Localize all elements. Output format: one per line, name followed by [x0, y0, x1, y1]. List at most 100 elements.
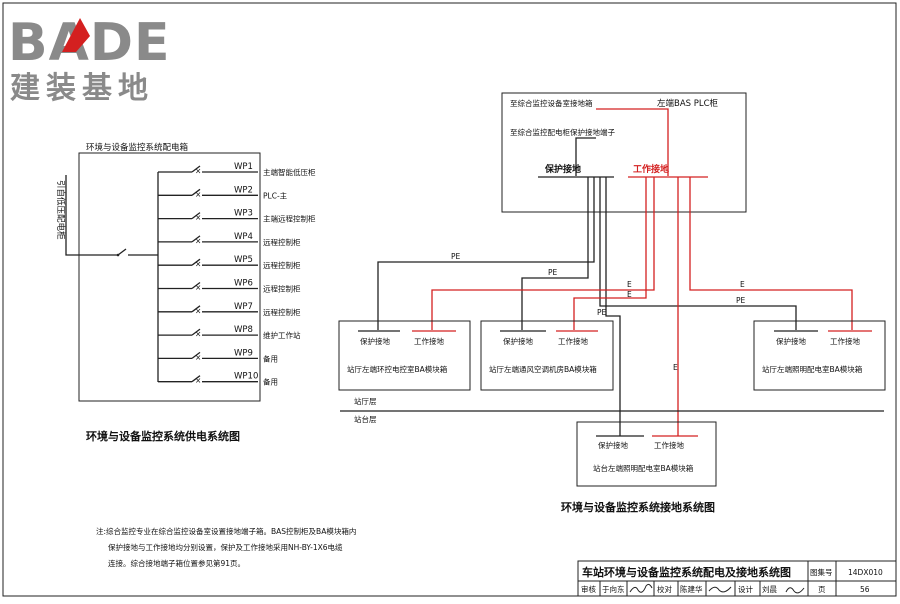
logo-accent-icon	[62, 18, 90, 52]
circuit-id: WP5	[234, 255, 253, 265]
module-1-work: 工作接地	[414, 336, 444, 346]
breaker-mark-icon: ×	[195, 330, 201, 339]
circuit-load: PLC-主	[263, 190, 288, 200]
note-line-2: 保护接地与工作接地均分别设置，保护及工作接地采用NH-BY-1X6电缆	[108, 542, 343, 552]
check-label: 校对	[657, 584, 672, 594]
atlas-label: 图集号	[810, 567, 833, 577]
power-caption: 环境与设备监控系统供电系统图	[86, 429, 240, 443]
label-pe-3: PE	[736, 296, 746, 305]
module-3-name: 站厅左端照明配电室BA模块箱	[762, 364, 863, 374]
logo: BADE 建装基地	[8, 13, 171, 106]
breaker-icon	[191, 188, 201, 196]
module-box-3: 保护接地 工作接地 站厅左端照明配电室BA模块箱	[753, 320, 886, 391]
incoming-feeder	[65, 175, 118, 256]
main-switch-contact	[116, 253, 120, 257]
breaker-mark-icon: ×	[195, 306, 201, 315]
module-3-protect: 保护接地	[776, 336, 806, 346]
wire-pe-2	[521, 177, 589, 330]
label-e-2: E	[627, 290, 632, 299]
wire-e-3	[689, 177, 853, 330]
label-e-3: E	[740, 280, 745, 289]
wire-protect-to-terminal	[575, 137, 596, 176]
title-block: 车站环境与设备监控系统配电及接地系统图 图集号 14DX010 页 56 审核 …	[577, 560, 897, 597]
circuit-load: 远程控制柜	[263, 260, 301, 270]
circuit-load: 主端智能低压柜	[263, 167, 316, 177]
checker-signature	[708, 586, 732, 593]
circuit-load: 远程控制柜	[263, 237, 301, 247]
designer: 刘晨	[762, 584, 777, 594]
page-label: 页	[818, 585, 826, 594]
module-1-protect: 保护接地	[360, 336, 390, 346]
circuit-id: WP9	[234, 348, 253, 358]
breaker-mark-icon: ×	[195, 376, 201, 385]
logo-brand: BADE	[8, 13, 171, 73]
label-pe-2: PE	[548, 268, 558, 277]
module-box-4: 保护接地 工作接地 站台左端照明配电室BA模块箱	[576, 421, 717, 487]
module-4-work: 工作接地	[654, 440, 684, 450]
designer-signature	[785, 587, 805, 594]
checker: 陈建华	[680, 584, 703, 594]
module-4-protect: 保护接地	[598, 440, 628, 450]
main-switch	[117, 248, 127, 256]
plc-protect-ground: 保护接地	[544, 163, 581, 175]
module-4-name: 站台左端照明配电室BA模块箱	[593, 463, 694, 473]
distribution-panel	[78, 152, 261, 402]
wire-e-2	[573, 177, 647, 330]
reviewer: 于向东	[602, 584, 625, 594]
wire-pe-1	[377, 177, 595, 330]
power-diagram: 环境与设备监控系统配电箱 引自低压配电柜 ×WP1主端智能低压柜×WP2PLC-…	[55, 142, 316, 443]
label-e-4: E	[673, 363, 678, 372]
plc-box-title: 左端BAS PLC柜	[657, 98, 719, 109]
module-3-work: 工作接地	[830, 336, 860, 346]
circuit-load: 主端远程控制柜	[263, 214, 316, 224]
circuit-id: WP8	[234, 325, 253, 335]
module-2-work: 工作接地	[558, 336, 588, 346]
breaker-mark-icon: ×	[195, 167, 201, 176]
incoming-label: 引自低压配电柜	[55, 180, 66, 240]
reviewer-signature	[629, 583, 653, 593]
module-box-1: 保护接地 工作接地 站厅左端环控电控室BA模块箱	[338, 320, 471, 391]
breaker-icon	[191, 328, 201, 336]
breaker-icon	[191, 235, 201, 243]
breaker-mark-icon: ×	[195, 283, 201, 292]
circuit-load: 维护工作站	[263, 330, 301, 340]
breaker-icon	[191, 281, 201, 290]
circuit-id: WP10	[234, 372, 258, 382]
module-2-name: 站厅左端通风空调机房BA模块箱	[489, 364, 597, 374]
circuit-load: 远程控制柜	[263, 284, 301, 294]
note-line-3: 连接。综合接地端子箱位置参见第91页。	[108, 558, 245, 568]
breaker-icon	[191, 375, 201, 383]
plc-work-ground: 工作接地	[633, 163, 669, 175]
drawing-title: 车站环境与设备监控系统配电及接地系统图	[582, 565, 791, 579]
breaker-icon	[191, 258, 201, 266]
circuit-wp8: × WP8 维护工作站	[158, 325, 301, 340]
breaker-mark-icon: ×	[195, 213, 201, 222]
ground-diagram: 左端BAS PLC柜 至综合监控设备室接地箱 至综合监控配电柜保护接地端子 保护…	[338, 92, 886, 514]
module-1-name: 站厅左端环控电控室BA模块箱	[347, 364, 448, 374]
circuit-wp10: × WP10 备用	[158, 372, 278, 387]
circuit-branches: ×WP1主端智能低压柜×WP2PLC-主×WP3主端远程控制柜×WP4远程控制柜…	[158, 162, 316, 387]
circuit-load: 备用	[263, 377, 278, 387]
plc-to-terminal-label: 至综合监控配电柜保护接地端子	[510, 127, 615, 137]
breaker-icon	[191, 305, 201, 313]
logo-subtitle: 建装基地	[10, 71, 154, 106]
floor-hall-label: 站厅层	[354, 396, 377, 406]
breaker-mark-icon: ×	[195, 353, 201, 362]
breaker-icon	[191, 212, 201, 220]
notes: 注:综合监控专业在综合监控设备室设置接地端子箱。BAS控制柜及BA模块箱内 保护…	[96, 526, 356, 568]
breaker-icon	[191, 165, 201, 173]
wire-pe-3	[599, 177, 797, 330]
floor-platform-label: 站台层	[354, 414, 377, 424]
wire-e-1	[431, 177, 655, 330]
review-label: 审核	[581, 584, 596, 594]
page-no: 56	[860, 585, 870, 594]
note-line-1: 注:综合监控专业在综合监控设备室设置接地端子箱。BAS控制柜及BA模块箱内	[96, 526, 356, 536]
circuit-id: WP2	[234, 185, 253, 195]
sheet-border	[2, 2, 897, 597]
